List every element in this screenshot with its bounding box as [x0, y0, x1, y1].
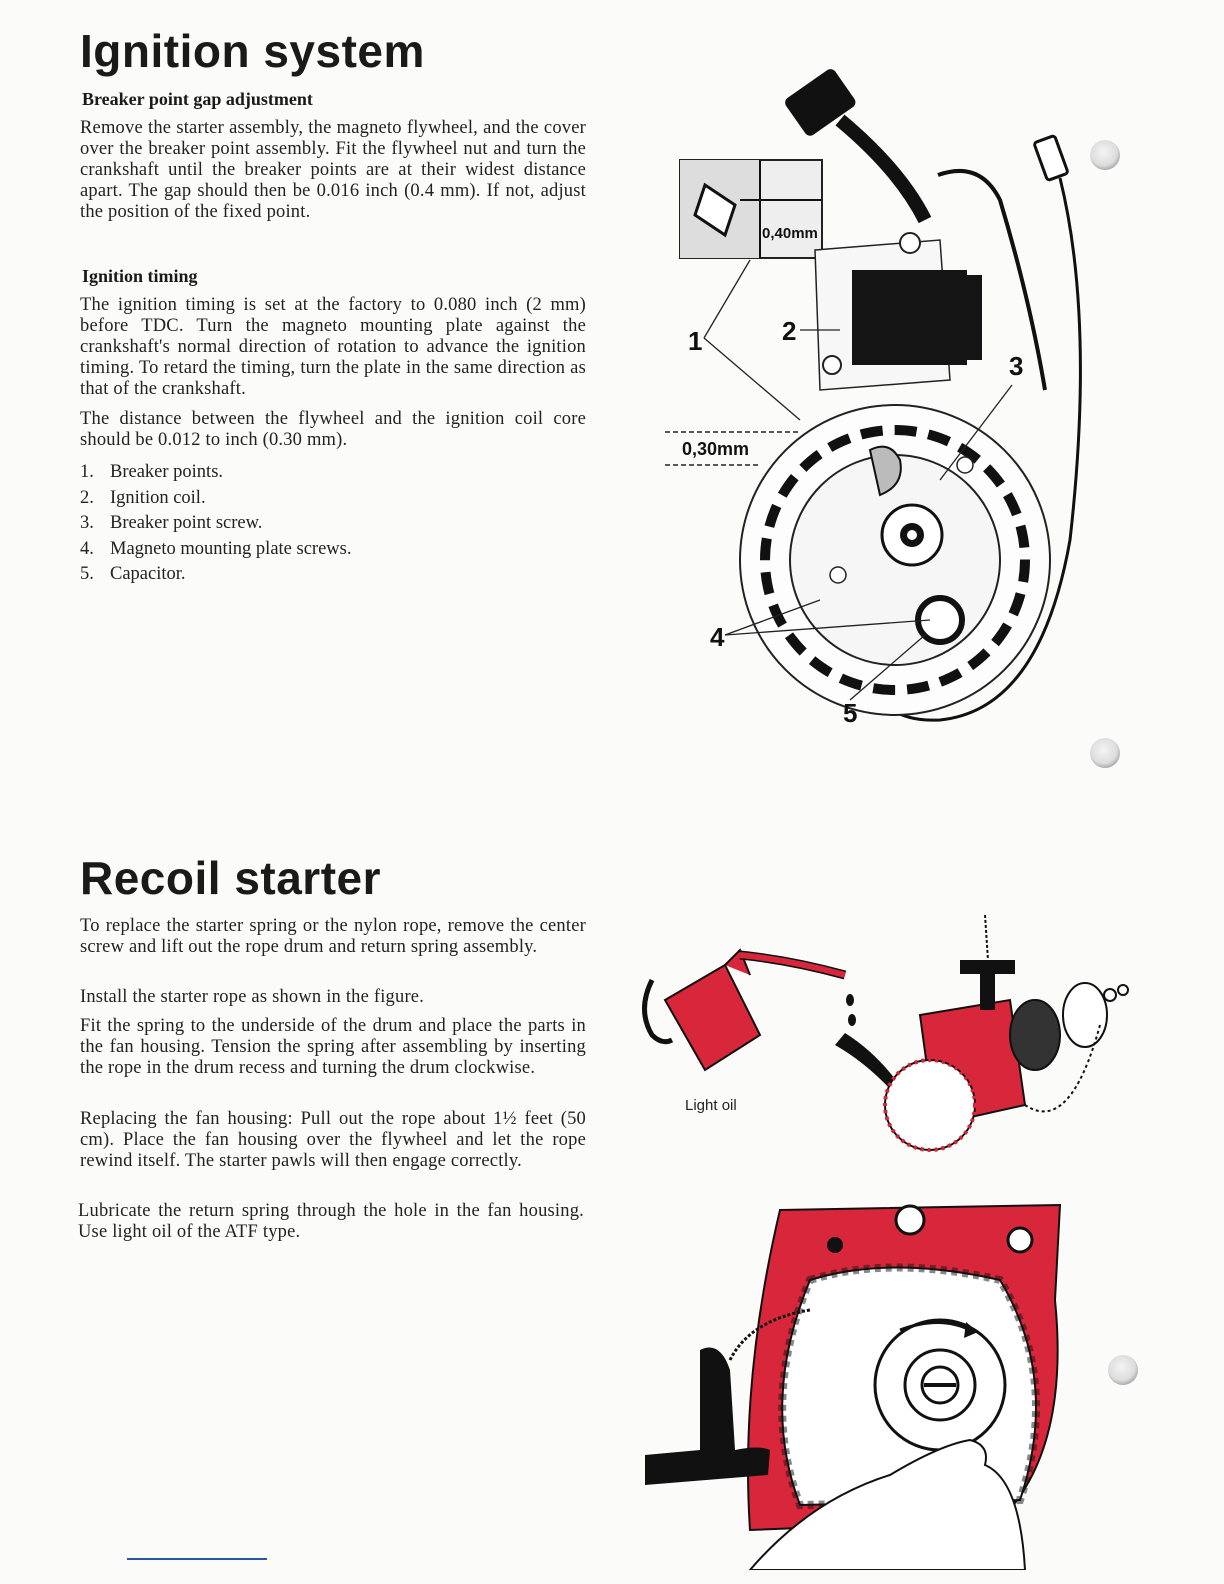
- paragraph-ignition-timing: The ignition timing is set at the factor…: [80, 295, 586, 399]
- list-item-label: Ignition coil.: [110, 487, 206, 508]
- flywheel: [739, 404, 1051, 716]
- binder-hole: [1090, 738, 1120, 768]
- paragraph-coil-distance: The distance between the flywheel and th…: [80, 409, 586, 450]
- list-item-number: 2.: [80, 487, 94, 508]
- callout-3: 3: [1009, 351, 1023, 381]
- list-item-label: Breaker points.: [110, 462, 224, 482]
- binder-hole: [1090, 140, 1120, 170]
- fan-housing-figure: [640, 1200, 1080, 1570]
- list-item-number: 5.: [80, 564, 94, 584]
- paragraph-recoil-4: Replacing the fan housing: Pull out the …: [80, 1109, 586, 1171]
- list-item-label: Magneto mounting plate screws.: [110, 538, 352, 559]
- footer-line: [127, 1558, 267, 1560]
- binder-hole: [1108, 1355, 1138, 1385]
- paragraph-recoil-5: Lubricate the return spring through the …: [78, 1201, 584, 1242]
- paragraph-gap-adjustment: Remove the starter assembly, the magneto…: [80, 118, 586, 222]
- list-item-label: Breaker point screw.: [110, 513, 263, 533]
- air-gap-label: 0,30mm: [682, 439, 749, 459]
- callout-2: 2: [782, 316, 796, 346]
- hand-icon: [748, 1438, 1027, 1570]
- light-oil-label: Light oil: [685, 1097, 737, 1114]
- list-item-number: 3.: [80, 513, 94, 533]
- gap-label: 0,40mm: [762, 225, 818, 242]
- oil-can-icon: [642, 948, 856, 1072]
- ignition-coil: [852, 270, 982, 365]
- heading-gap-adjustment: Breaker point gap adjustment: [82, 89, 313, 109]
- lead-connector: [878, 134, 1082, 722]
- section-title-ignition: Ignition system: [80, 25, 425, 77]
- parts-list: 1. Breaker points. 2. Ignition coil. 3. Bre…: [80, 460, 351, 588]
- ignition-diagram: 0,40mm 0,30mm: [640, 60, 1140, 750]
- paragraph-recoil-3: Fit the spring to the underside of the d…: [80, 1016, 586, 1078]
- starter-assembly: [883, 914, 1129, 1152]
- gap-inset: 0,40mm: [679, 159, 823, 259]
- list-item: 1. Breaker points.: [80, 460, 351, 486]
- section-title-recoil: Recoil starter: [80, 852, 382, 904]
- heading-ignition-timing: Ignition timing: [82, 266, 198, 286]
- list-item: 2. Ignition coil.: [80, 486, 351, 512]
- paragraph-recoil-1: To replace the starter spring or the nyl…: [80, 916, 586, 957]
- list-item: 5. Capacitor.: [80, 562, 351, 588]
- air-gap-indicator: 0,30mm: [665, 431, 800, 466]
- callout-4: 4: [710, 622, 725, 652]
- list-item-number: 1.: [80, 462, 94, 482]
- spark-plug-cap: [785, 69, 1047, 391]
- list-item-number: 4.: [80, 538, 94, 559]
- list-item-label: Capacitor.: [110, 564, 186, 584]
- callout-5: 5: [843, 698, 857, 728]
- oil-can-figure: [630, 905, 1150, 1185]
- callout-leaders: [703, 259, 1013, 701]
- callout-1: 1: [688, 326, 702, 356]
- paragraph-recoil-2: Install the starter rope as shown in the…: [80, 987, 425, 1007]
- list-item: 4. Magneto mounting plate screws.: [80, 537, 351, 563]
- list-item: 3. Breaker point screw.: [80, 511, 351, 537]
- starter-handle: [645, 1308, 811, 1485]
